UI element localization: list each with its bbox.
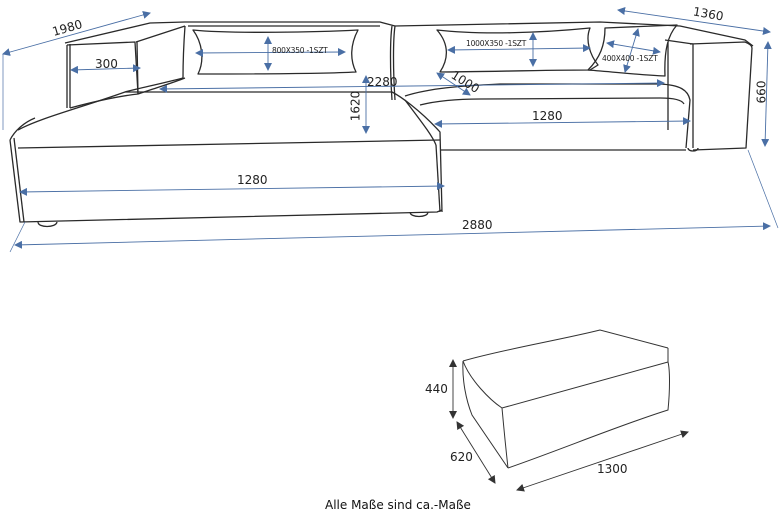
dimension-label-height: 660 [754,80,769,104]
ottoman-label-height: 440 [425,382,448,396]
dimension-label-chaise-depth: 1620 [348,90,363,122]
ottoman-outline [462,329,670,469]
cushion-label-center: 1000X350 -1SZT [466,39,527,48]
dimension-label-total-width: 2880 [462,218,493,232]
cushion-label-right: 400X400 -1SZT [602,54,658,63]
sofa-dimension-lines [2,7,779,253]
dimension-label-chaise-width: 1280 [237,173,268,187]
sofa-outline [9,21,754,228]
ottoman-label-depth: 620 [450,450,473,464]
dimension-label-seat-width-right: 1280 [532,109,563,123]
footnote-approx-dimensions: Alle Maße sind ca.-Maße [325,498,471,512]
dimension-label-seat-length-back: 2280 [367,75,398,89]
ottoman-dimension-lines [449,359,689,492]
ottoman-label-width: 1300 [597,462,628,476]
dimension-label-armrest-width: 300 [95,57,118,71]
cushion-label-left: 800X350 -1SZT [272,46,328,55]
